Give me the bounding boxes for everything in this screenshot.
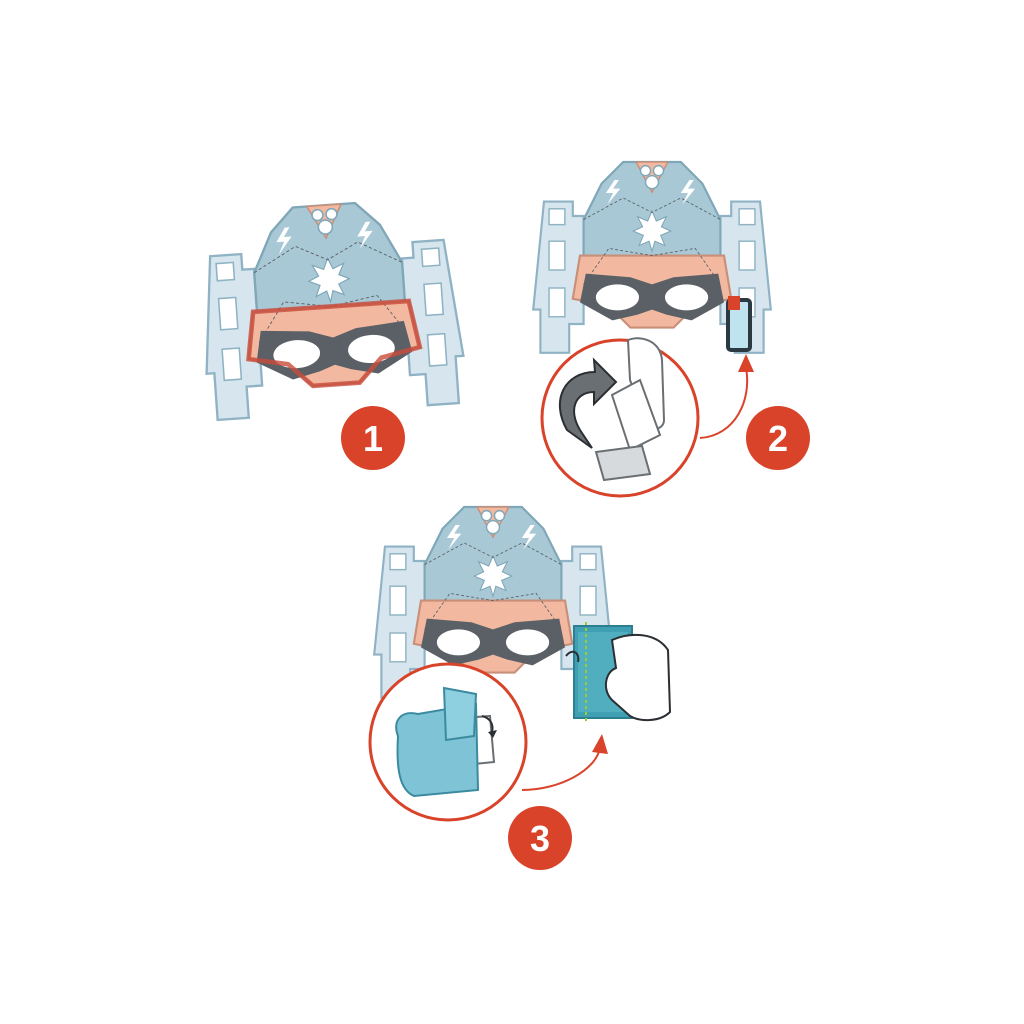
step-3-badge: 3 [508,806,572,870]
hand-icon [565,633,672,722]
step-3-group: 3 [368,505,672,870]
small-curved-arrow-icon [481,715,494,733]
connector-arrow [521,747,601,791]
small-arrow-head [488,730,497,738]
zoom-circle [540,337,700,498]
step-number: 2 [768,418,788,459]
cell-marker [728,296,740,310]
step-2-group: 2 [532,160,810,498]
step-number: 1 [363,418,383,459]
step-1-badge: 1 [341,406,405,470]
arrow-head [592,734,608,754]
step-number: 3 [530,818,550,859]
step-badge-circle [746,406,810,470]
peel-flap [442,686,478,742]
step-1-group: 1 [194,195,468,470]
step-badge-circle [341,406,405,470]
curved-arrow-icon [558,357,618,449]
arrow-head [738,354,754,372]
connector-arrow [699,367,749,439]
mask-icon [194,195,468,422]
zoom-circle [368,662,528,822]
step-2-badge: 2 [746,406,810,470]
finger-peel-icon [594,337,666,482]
step-badge-circle [508,806,572,870]
